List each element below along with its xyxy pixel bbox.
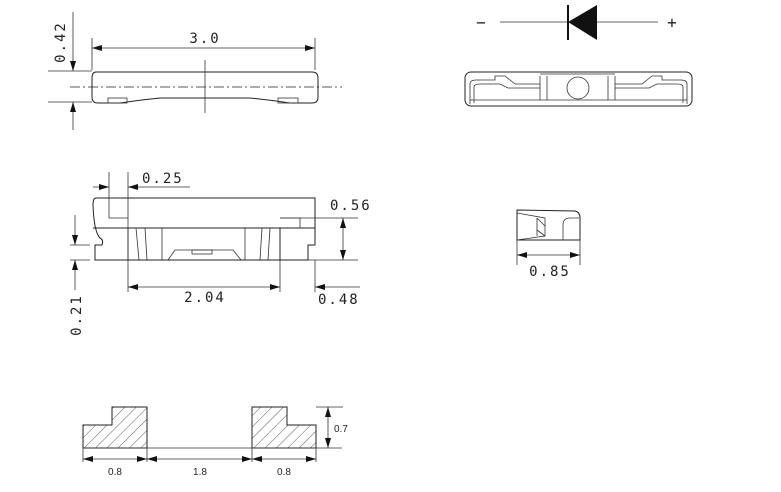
- dim-lead-label: 0.25: [142, 171, 184, 187]
- foot-right: [277, 97, 299, 104]
- diode-triangle: [568, 5, 597, 40]
- dim-body-label: 2.04: [184, 290, 226, 306]
- pad-right: [251, 406, 317, 449]
- top-view: 3.0 0.42: [48, 12, 342, 130]
- bottom-view: [464, 71, 693, 107]
- dim-standoff-label: 0.21: [69, 294, 85, 336]
- land-pattern: 0.8 1.8 0.8 0.7: [82, 406, 348, 478]
- dim-height-label: 0.42: [53, 21, 69, 63]
- anode-label: +: [667, 13, 677, 32]
- side-view: 0.25 0.56 2.04 0.48 0.21: [69, 171, 372, 336]
- cathode-label: −: [476, 13, 486, 32]
- dim-height-label: 0.56: [330, 198, 372, 214]
- pad-left-label: 0.8: [108, 467, 122, 478]
- foot-left: [107, 97, 128, 104]
- diode-symbol: − +: [476, 5, 677, 40]
- dim-right-lead-label: 0.48: [318, 292, 360, 308]
- lens-circle: [566, 76, 590, 100]
- body-outline: [92, 197, 316, 261]
- pad-height-label: 0.7: [334, 424, 348, 435]
- gap-label: 1.8: [193, 467, 207, 478]
- end-view: 0.85: [516, 209, 581, 280]
- pad-right-label: 0.8: [277, 467, 291, 478]
- pad-left: [82, 406, 148, 449]
- dim-width-label: 3.0: [189, 31, 220, 47]
- dim-width-label: 0.85: [529, 264, 571, 280]
- package-outline: [91, 71, 319, 104]
